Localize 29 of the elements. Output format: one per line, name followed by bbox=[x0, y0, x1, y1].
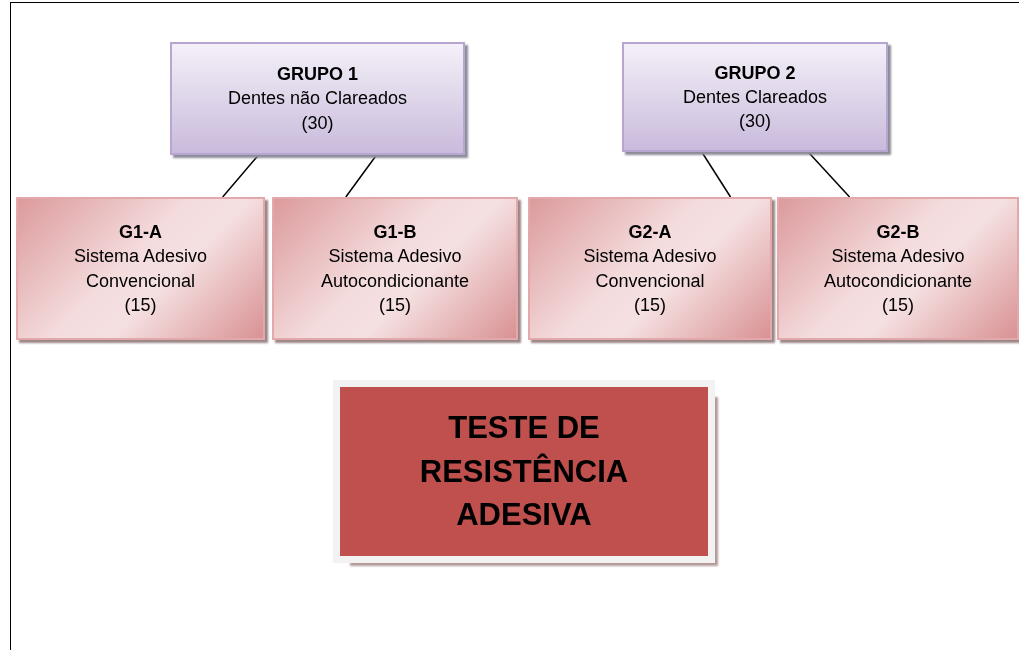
subgroup-box bbox=[777, 197, 1019, 340]
body-text: (15) bbox=[882, 293, 914, 317]
group-box bbox=[622, 42, 888, 152]
heading: G1-B bbox=[373, 220, 417, 244]
heading: G2-B bbox=[876, 220, 920, 244]
subgroup-box bbox=[528, 197, 772, 340]
body-text: Sistema Adesivo Autocondicionante bbox=[319, 245, 471, 293]
connector-line bbox=[807, 151, 851, 198]
connector-line bbox=[701, 151, 732, 198]
subgroup-box bbox=[272, 197, 518, 340]
body-text: (30) bbox=[301, 111, 334, 135]
body-text: (15) bbox=[379, 293, 411, 317]
body-text: Sistema Adesivo Convencional bbox=[582, 245, 718, 293]
body-text: Sistema Adesivo Convencional bbox=[72, 245, 209, 293]
body-text: Sistema Adesivo Autocondicionante bbox=[822, 245, 974, 293]
connector-line bbox=[345, 154, 378, 198]
heading: G1-A bbox=[119, 220, 162, 244]
body-text: Dentes Clareados bbox=[682, 85, 828, 109]
group-box bbox=[170, 42, 465, 155]
body-text: (15) bbox=[124, 293, 157, 317]
connector-line bbox=[221, 154, 260, 198]
body-text: (30) bbox=[739, 110, 771, 134]
body-text: Dentes não Clareados bbox=[227, 87, 408, 111]
heading: GRUPO 2 bbox=[714, 61, 796, 85]
body-text: TESTE DE RESISTÊNCIA ADESIVA bbox=[418, 409, 630, 535]
body-text: (15) bbox=[634, 293, 666, 317]
subgroup-box bbox=[16, 197, 265, 340]
heading: G2-A bbox=[628, 220, 672, 244]
heading: GRUPO 1 bbox=[277, 63, 358, 87]
